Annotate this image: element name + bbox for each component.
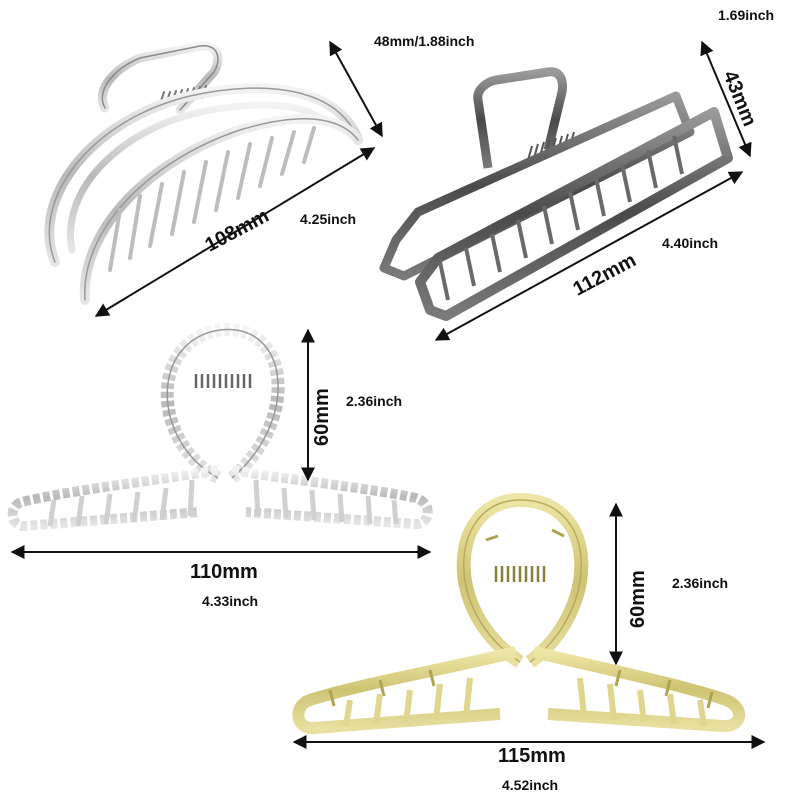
silver-rounded-claw-clip — [44, 41, 363, 305]
clip4-length-mm-label: 115mm — [498, 745, 566, 767]
gold-bamboo-loop-claw-clip — [292, 492, 745, 734]
clip1-height-arrow — [329, 40, 383, 138]
clip2-height-arrow — [700, 40, 752, 158]
clip1-height-label: 48mm/1.88inch — [374, 33, 475, 49]
gunmetal-rectangular-claw-clip — [379, 67, 733, 321]
clip1-length-arrow — [94, 147, 376, 317]
clip2-height-inch-label: 1.69inch — [718, 7, 775, 23]
clip3-length-mm-label: 110mm — [190, 561, 258, 583]
clip3-length-inch-label: 4.33inch — [202, 593, 259, 609]
clip2-length-arrow — [434, 171, 744, 341]
clip3-height-mm-label: 60mm — [311, 388, 333, 446]
clip2-length-inch-label: 4.40inch — [662, 235, 719, 251]
clip4-height-inch-label: 2.36inch — [672, 575, 729, 591]
clip1-length-inch-label: 4.25inch — [300, 211, 357, 227]
clip4-height-mm-label: 60mm — [627, 570, 649, 628]
clip3-height-inch-label: 2.36inch — [346, 393, 403, 409]
hammered-silver-loop-claw-clip — [7, 323, 433, 531]
clip4-length-inch-label: 4.52inch — [502, 777, 559, 793]
